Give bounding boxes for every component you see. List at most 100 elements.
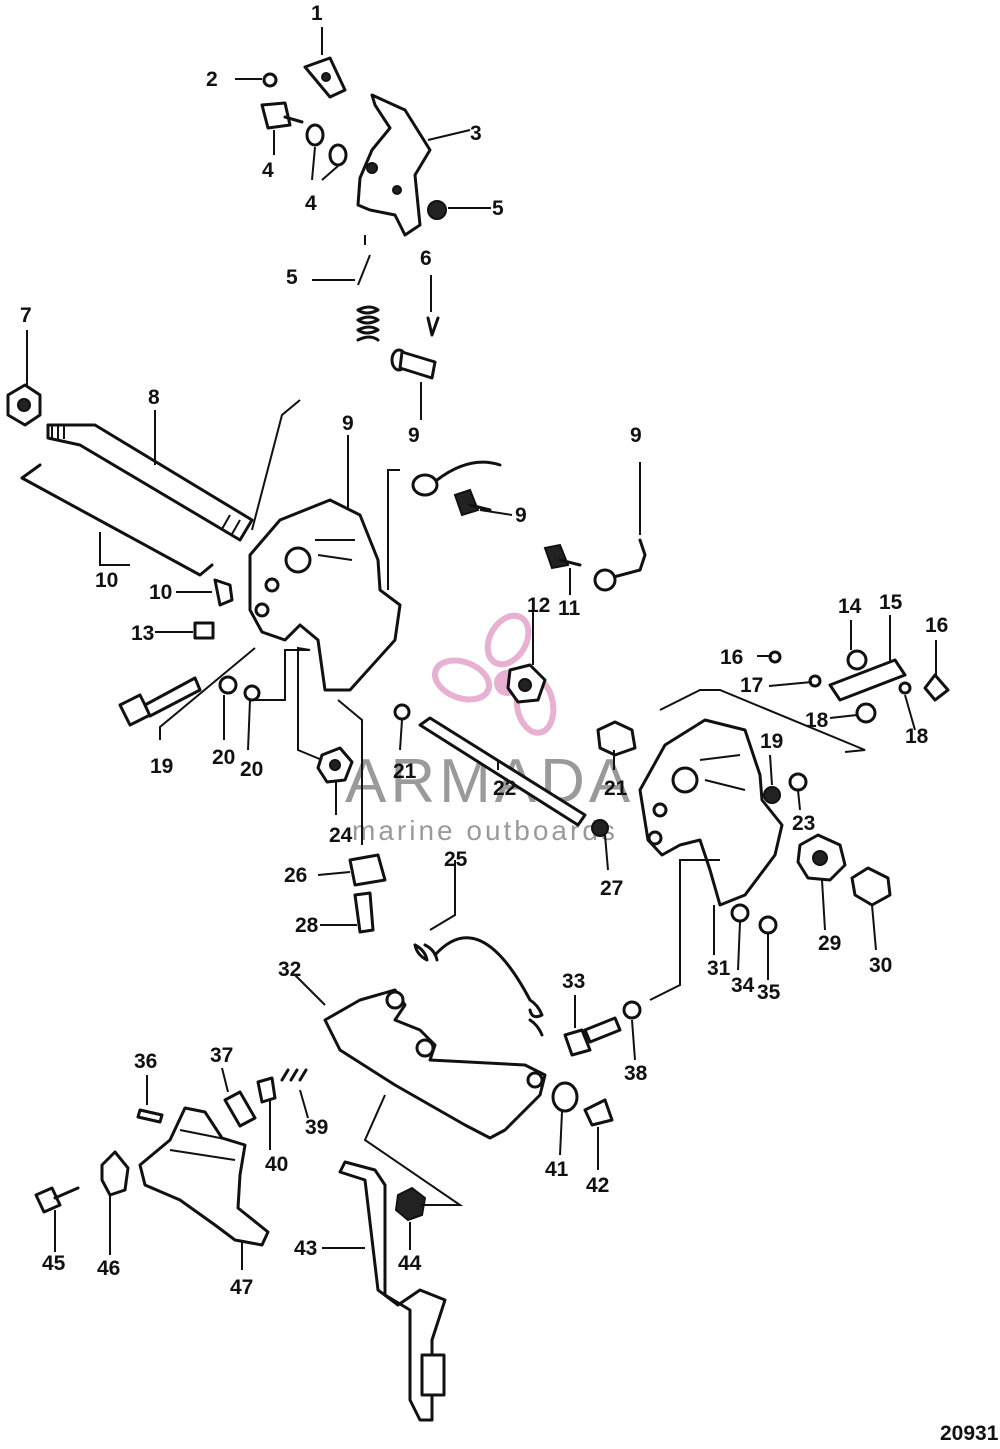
callout-34: 45 [42, 1252, 66, 1275]
screw-13 [213, 578, 234, 607]
washers-44 [305, 123, 348, 167]
bushing-5-right [596, 720, 637, 757]
washer-9-right [730, 903, 750, 923]
callout-9-left: 20 [240, 758, 263, 781]
nut-31 [394, 1186, 427, 1222]
callout-18-left: 16 [720, 646, 743, 669]
callout-42: 2 [206, 68, 218, 91]
spring-46 [356, 235, 380, 342]
spring-39 [280, 1068, 308, 1082]
callout-labels: 1 2 3 4 4 5 5 6 7 8 9 9 9 9 10 10 11 12 … [20, 2, 948, 1299]
nut-4-left [6, 383, 42, 427]
callout-31: 44 [398, 1252, 422, 1275]
callout-32: 43 [294, 1237, 317, 1260]
callout-21-bottom: 38 [624, 1062, 648, 1085]
callout-10-left: 20 [212, 746, 235, 769]
nut-10-right [758, 915, 778, 935]
callout-9-right-rod: 27 [600, 877, 623, 900]
callout-7: 29 [818, 932, 841, 955]
screw-16-top [453, 488, 492, 517]
callout-18-right: 16 [925, 614, 948, 637]
callout-3: 8 [148, 386, 160, 409]
pin-28 [583, 1098, 614, 1127]
nut-6 [316, 746, 354, 784]
callout-36: 36 [134, 1050, 157, 1073]
callout-4-right: 30 [869, 954, 892, 977]
nut-5-center [506, 663, 547, 704]
callout-22: 23 [792, 812, 815, 835]
callout-39: 39 [305, 1116, 328, 1139]
leader-lines [26, 27, 937, 1270]
figure-number: 20931 [940, 1422, 999, 1445]
rod-8 [418, 716, 587, 827]
callout-21-top: 19 [760, 730, 783, 753]
callout-29: 41 [545, 1158, 569, 1181]
lever-32 [338, 1160, 447, 1422]
washer-9-left [243, 684, 261, 702]
callout-41: 1 [311, 2, 323, 25]
screw-36 [136, 1108, 164, 1124]
clamp-bracket-1 [248, 498, 402, 692]
callout-40: 3 [470, 122, 482, 145]
block-24 [348, 853, 387, 887]
callout-13: 10 [149, 581, 172, 604]
callout-23: 25 [444, 848, 468, 871]
nut-9-center [393, 703, 411, 721]
lock-plate-41 [303, 56, 347, 99]
callout-16-top: 9 [515, 504, 527, 527]
bushing-19-left [808, 674, 822, 688]
washer-29 [551, 1081, 579, 1113]
nut-21-top [763, 786, 781, 804]
callout-5-center: 12 [527, 594, 550, 617]
bolt-11 [118, 676, 202, 727]
nut-10-left [218, 675, 238, 695]
callout-10-right: 35 [757, 981, 781, 1004]
callout-37: 37 [210, 1044, 233, 1067]
callout-12: 10 [95, 569, 118, 592]
lever-plate-40 [356, 93, 432, 237]
roller-37 [223, 1090, 257, 1128]
callout-15: 9 [630, 424, 642, 447]
cable-15 [411, 460, 647, 592]
bushing-19-right [898, 681, 912, 695]
callout-43: 4 [262, 159, 274, 182]
screw-42 [262, 72, 278, 88]
nut-21-bottom [622, 1000, 642, 1020]
cotter-pin-30 [426, 316, 440, 337]
washer-20-bottom [855, 702, 877, 724]
pin-18-right [923, 673, 950, 702]
callout-33: 47 [230, 1276, 253, 1299]
callout-26: 33 [562, 970, 585, 993]
callout-19-right: 18 [905, 725, 929, 748]
nut-22 [788, 772, 808, 792]
washer-20-top [846, 649, 868, 671]
pin-47 [390, 348, 437, 380]
bracket-33 [138, 1106, 270, 1247]
callout-8: 22 [493, 777, 516, 800]
callout-44: 4 [305, 192, 317, 215]
callout-38: 40 [265, 1153, 288, 1176]
screw-25 [353, 891, 375, 934]
callout-20-top: 14 [838, 595, 862, 618]
callout-16-mid: 11 [558, 597, 581, 620]
link-17 [828, 658, 907, 702]
callout-17: 15 [879, 591, 903, 614]
clamp-bracket-2 [638, 718, 784, 907]
callout-4-left: 7 [20, 304, 32, 327]
block-14 [193, 621, 215, 640]
callout-47: 9 [408, 424, 420, 447]
callout-9-right: 34 [731, 974, 755, 997]
nut-45 [427, 200, 447, 220]
bolt-34 [34, 1186, 80, 1214]
callout-9-center: 21 [393, 760, 417, 783]
screw-16-mid [543, 543, 582, 570]
bracket-27 [323, 988, 547, 1140]
callout-45: 5 [492, 197, 504, 220]
callout-1: 9 [342, 412, 354, 435]
spring-23 [413, 936, 544, 1037]
callout-5-right: 21 [604, 777, 628, 800]
cap-4-right [850, 866, 892, 907]
callout-20-bottom: 18 [805, 709, 829, 732]
callout-24: 26 [284, 864, 307, 887]
bolt-26 [563, 1016, 622, 1057]
